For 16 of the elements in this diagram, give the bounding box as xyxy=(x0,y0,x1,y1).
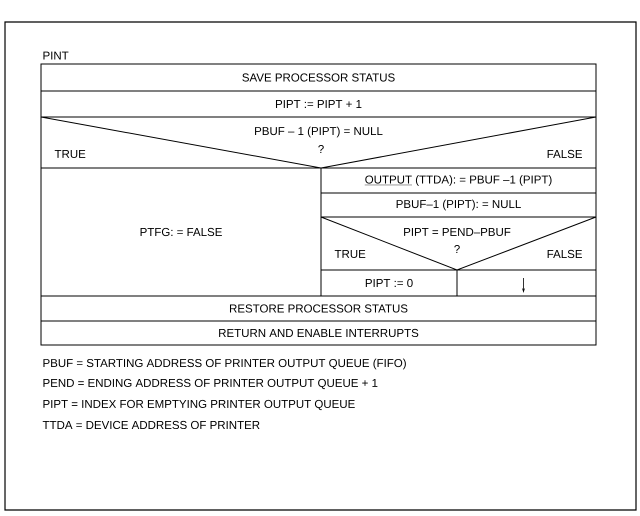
definition-text: TTDA = DEVICE ADDRESS OF PRINTER xyxy=(42,420,260,430)
process-box: RETURN AND ENABLE INTERRUPTS xyxy=(40,320,596,346)
process-box: RESTORE PROCESSOR STATUS xyxy=(40,296,596,322)
definition-text: PEND = ENDING ADDRESS OF PRINTER OUTPUT QUEUE + 1 xyxy=(43,378,378,390)
process-box: SAVE PROCESSOR STATUS xyxy=(40,64,596,92)
process-box: PIPT := 0 xyxy=(320,270,458,296)
process-box: PBUF–1 (PIPT): = NULL xyxy=(320,192,596,218)
process-box: OUTPUT (TTDA): = PBUF –1 (PIPT) xyxy=(320,168,596,194)
decision-block: PBUF – 1 (PIPT) = NULL ? TRUE FALSE xyxy=(40,116,596,168)
process-box: PIPT := PIPT + 1 xyxy=(40,90,596,118)
definition-text: PIPT = INDEX FOR EMPTYING PRINTER OUTPUT QUEUE xyxy=(43,400,355,410)
node-label: PINT xyxy=(43,52,68,60)
empty-box xyxy=(456,270,596,296)
process-box: PTFG: = FALSE xyxy=(40,168,322,296)
definition-text: PBUF = STARTING ADDRESS OF PRINTER OUTPUT QUEUE (FIFO) xyxy=(43,358,406,370)
decision-block: PIPT = PEND–PBUF ? TRUE FALSE xyxy=(320,216,596,271)
